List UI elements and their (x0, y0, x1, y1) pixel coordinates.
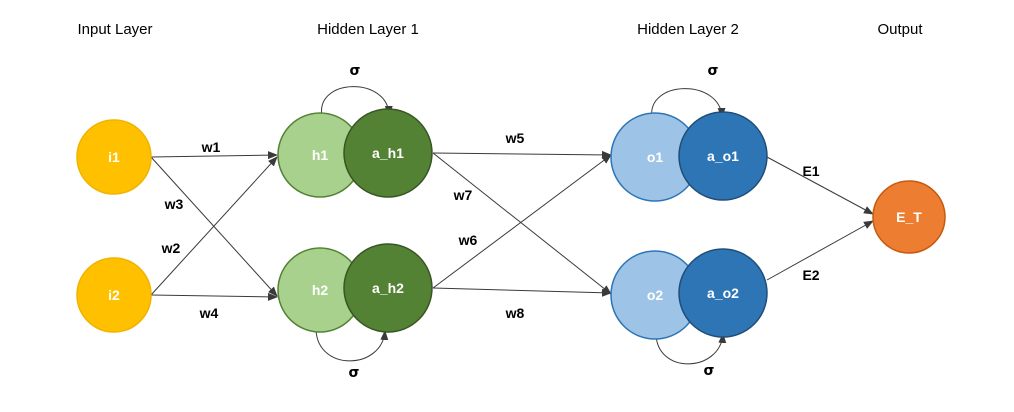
activation-loop-o2 (655, 332, 727, 365)
node-o2: o2 (610, 250, 700, 340)
layer-title-hidden-1: Hidden Layer 1 (317, 21, 419, 38)
edge-label-w5: w5 (505, 130, 525, 146)
edge-label-w2: w2 (161, 240, 181, 256)
edge-label-E2: E2 (802, 267, 819, 283)
node-a_h2-circle (343, 243, 433, 333)
node-i2-label: i2 (108, 287, 120, 303)
node-a_h1: a_h1 (343, 108, 433, 198)
node-a_h1-label: a_h1 (372, 145, 404, 161)
edge-E2 (766, 220, 874, 281)
node-a_h1-circle (343, 108, 433, 198)
edge-label-w1: w1 (201, 139, 221, 155)
layer-title-hidden-2: Hidden Layer 2 (637, 21, 739, 38)
layer-title-input: Input Layer (77, 21, 152, 38)
edge-w1 (150, 151, 278, 160)
edge-label-w3: w3 (164, 196, 184, 212)
edge-w5 (432, 150, 612, 159)
edge-label-w4: w4 (199, 305, 219, 321)
edge-w2 (150, 156, 278, 296)
node-h1-label: h1 (312, 147, 329, 163)
node-E_T-label: E_T (896, 209, 922, 225)
edge-label-E1: E1 (802, 163, 819, 179)
node-i1-circle (76, 119, 152, 195)
node-a_o2-circle (678, 248, 768, 338)
edge-w8 (432, 287, 612, 297)
sigma-label-h2: σ (349, 365, 360, 381)
edge-label-w7: w7 (453, 187, 473, 203)
node-a_o1-label: a_o1 (707, 148, 739, 164)
node-a_o1-circle (678, 111, 768, 201)
node-E_T-circle (872, 180, 946, 254)
node-o2-label: o2 (647, 287, 664, 303)
node-a_o2-label: a_o2 (707, 285, 739, 301)
node-a_o2: a_o2 (678, 248, 768, 338)
sigma-label-o1: σ (708, 63, 719, 79)
sigma-label-h1: σ (350, 63, 361, 79)
sigma-label-o2: σ (704, 363, 715, 379)
node-o1: o1 (610, 112, 700, 202)
activation-loop-o1 (651, 88, 726, 119)
edge-w4 (150, 292, 278, 301)
edge-w6 (432, 154, 612, 289)
edge-label-w8: w8 (505, 305, 525, 321)
layer-title-output: Output (877, 21, 923, 38)
node-h2-label: h2 (312, 282, 329, 298)
node-E_T: E_T (872, 180, 946, 254)
edge-w7 (432, 152, 612, 295)
node-i1-label: i1 (108, 149, 120, 165)
activation-loop-h1 (321, 86, 393, 117)
node-h2: h2 (277, 247, 363, 333)
node-i1: i1 (76, 119, 152, 195)
edge-label-w6: w6 (458, 232, 478, 248)
node-a_h2: a_h2 (343, 243, 433, 333)
node-a_h2-label: a_h2 (372, 280, 404, 296)
node-i2: i2 (76, 257, 152, 333)
activation-loop-h2 (315, 329, 389, 362)
node-o1-label: o1 (647, 149, 664, 165)
edge-E1 (766, 156, 874, 215)
node-i2-circle (76, 257, 152, 333)
node-a_o1: a_o1 (678, 111, 768, 201)
